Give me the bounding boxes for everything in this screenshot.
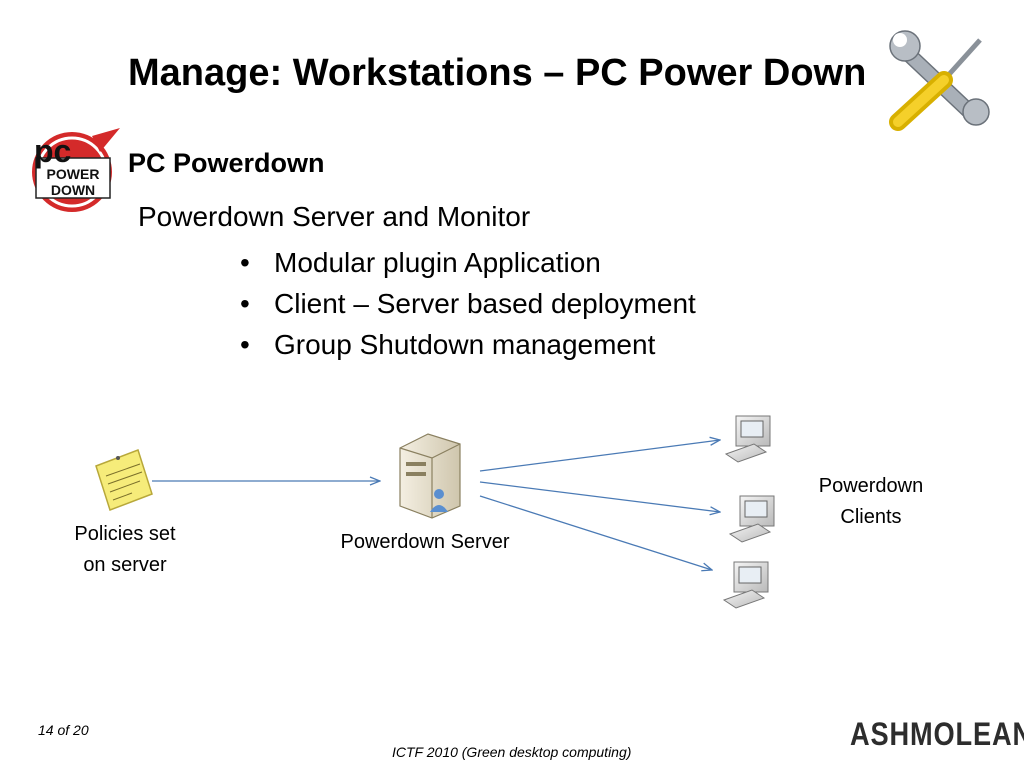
bullet-item: Client – Server based deployment	[240, 283, 696, 324]
client-arrow	[479, 495, 712, 570]
server-caption: Powerdown Server	[340, 531, 510, 553]
ashmolean-logo: ASHMOLEAN	[850, 716, 1024, 752]
client-arrow	[479, 481, 720, 512]
tools-icon	[889, 30, 990, 131]
slide-title: Manage: Workstations – PC Power Down	[128, 52, 867, 94]
page-number: 14 of 20	[38, 722, 89, 738]
policies-caption: Policies set on server	[54, 519, 196, 581]
lead-text: Powerdown Server and Monitor	[138, 201, 531, 232]
clients-caption: Powerdown Clients	[796, 471, 946, 533]
client-pc-icon	[724, 415, 771, 463]
bullet-list: Modular plugin Application Client – Serv…	[240, 242, 696, 365]
logo-pc-text: pc	[34, 133, 71, 169]
client-pc-icon	[728, 495, 775, 543]
client-pc-icon	[722, 561, 769, 609]
slide-subtitle: PC Powerdown	[128, 148, 325, 178]
clients-caption-line: Clients	[840, 506, 902, 528]
pc-power-down-logo-icon: pc POWER DOWN	[32, 128, 120, 212]
bullet-item: Modular plugin Application	[240, 242, 696, 283]
logo-down-text: DOWN	[51, 182, 95, 198]
logo-power-text: POWER	[47, 166, 100, 182]
policies-caption-line: Policies set	[74, 523, 176, 545]
policies-caption-line: on server	[83, 554, 167, 576]
server-icon	[399, 433, 461, 519]
clients-caption-line: Powerdown	[818, 475, 924, 497]
sticky-note-icon	[95, 449, 153, 511]
footer-event: ICTF 2010 (Green desktop computing)	[392, 744, 632, 760]
client-arrow	[479, 440, 720, 472]
bullet-item: Group Shutdown management	[240, 324, 696, 365]
